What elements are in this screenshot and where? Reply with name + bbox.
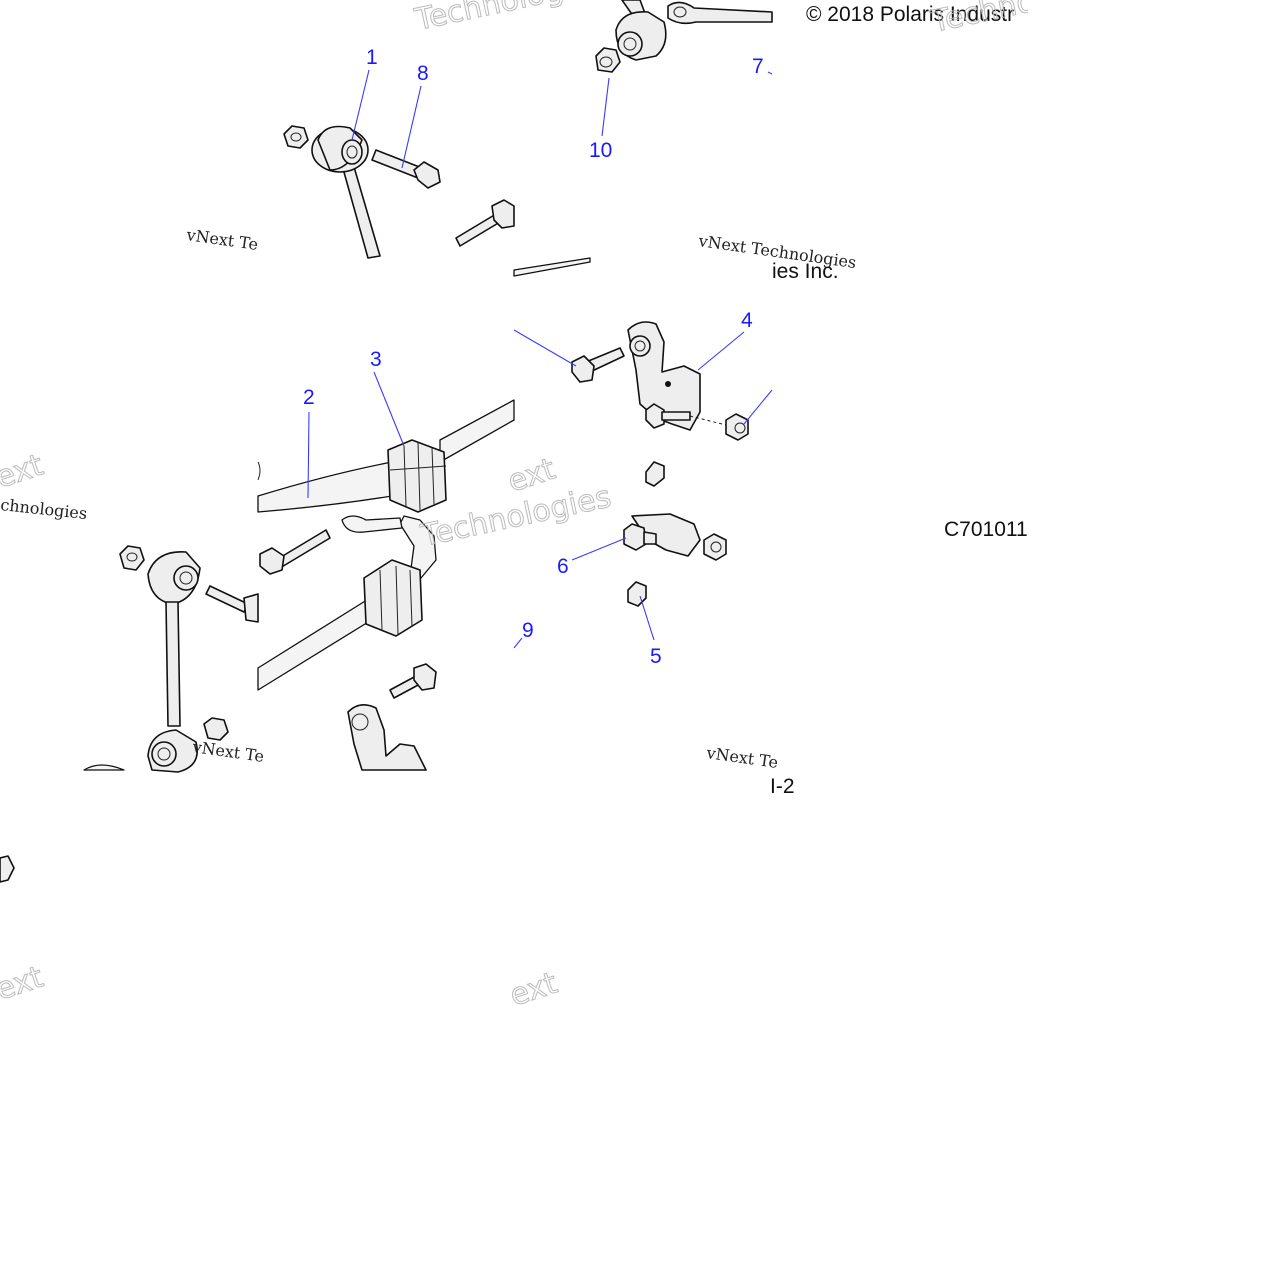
bar-segment-top — [513, 257, 591, 277]
watermark-frag-1: chnologies — [0, 495, 88, 523]
link-end-top — [615, 0, 773, 61]
nut-10 — [595, 47, 621, 73]
callout-8: 8 — [417, 62, 429, 85]
nut-lower-left-edge — [0, 855, 15, 883]
bolt-8 — [371, 149, 441, 189]
callout-1: 1 — [366, 46, 378, 69]
copyright-tail: ies Inc. — [772, 260, 839, 283]
bolt-bracket-side — [645, 403, 731, 429]
bushing-lower — [363, 559, 423, 637]
bracket-lower — [347, 704, 427, 771]
drawing-id: C701011 — [944, 518, 1028, 541]
bracket-4 — [627, 321, 701, 431]
bracket-4-lower-edge — [631, 513, 727, 561]
watermark-ext-3: ext — [0, 960, 48, 1008]
callout-5: 5 — [650, 645, 662, 668]
callout-7: 7 — [752, 55, 764, 78]
callout-4: 4 — [741, 309, 753, 332]
nut-bracket — [725, 413, 749, 441]
callout-9: 9 — [522, 619, 534, 642]
callout-2: 2 — [303, 386, 315, 409]
bolt-bar-lower — [259, 529, 331, 575]
bolt-lower-left — [455, 199, 515, 247]
copyright-text: © 2018 Polaris Industr — [806, 3, 1014, 26]
callout-10: 10 — [589, 139, 612, 162]
bolt-bracket-upper — [571, 347, 625, 383]
bar-lower — [257, 515, 437, 691]
watermark-ext-1: ext — [0, 448, 48, 496]
callout-3: 3 — [370, 348, 382, 371]
bolt-link-lower — [205, 585, 259, 623]
leader-lines — [307, 69, 773, 649]
watermark-brand-3: vNext Te — [190, 737, 265, 766]
stabilizer-link-lower — [83, 545, 229, 773]
watermarks: Technologies Technologies vNext Te vNext… — [0, 0, 1125, 1014]
bolt-6 — [623, 523, 657, 551]
watermark-brand-1: vNext Te — [184, 225, 259, 254]
stabilizer-link-upper — [283, 125, 381, 259]
stabilizer-bar — [257, 399, 515, 513]
grease-fitting-upper — [645, 461, 665, 487]
watermark-brand-4: vNext Te — [704, 743, 779, 772]
callouts: 1 2 3 4 5 6 7 8 9 10 — [303, 46, 764, 668]
page-fragment: I-2 — [770, 775, 795, 798]
callout-6: 6 — [557, 555, 569, 578]
bushing-3 — [387, 439, 447, 513]
grease-fitting-5 — [627, 581, 647, 607]
watermark-tech-1: Technologies — [411, 0, 608, 38]
bolt-bracket-lower — [389, 663, 437, 699]
title-block: © 2018 Polaris Industr ies Inc. C701011 … — [770, 3, 1028, 798]
